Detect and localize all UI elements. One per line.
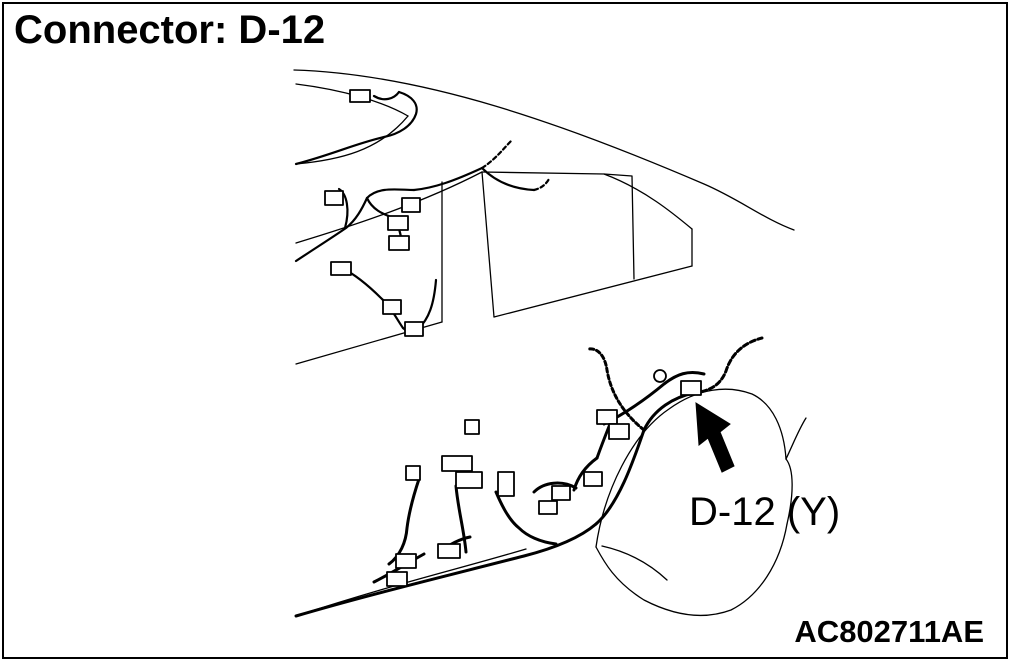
page-title: Connector: D-12 (14, 8, 326, 52)
vehicle-harness-diagram (293, 69, 807, 618)
figure-code: AC802711AE (794, 614, 984, 649)
connector-callout-label: D-12 (Y) (689, 490, 841, 534)
lower-harness (294, 336, 764, 618)
connectors (324, 89, 702, 587)
arrow-up-left-icon (695, 402, 735, 473)
vehicle-body-outline (293, 69, 807, 617)
upper-harness (294, 90, 551, 334)
